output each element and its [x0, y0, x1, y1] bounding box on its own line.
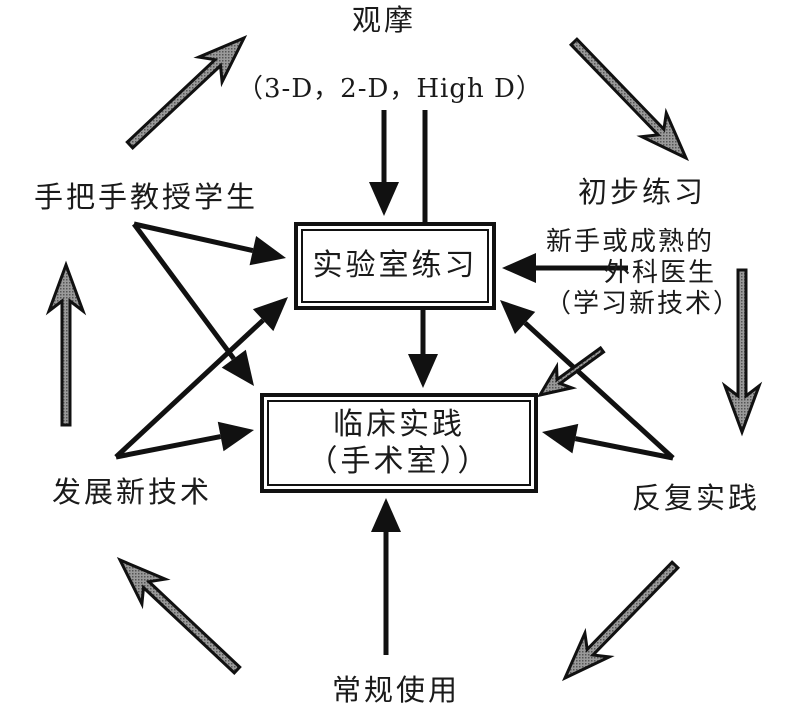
arrow-note-to-lab — [502, 253, 628, 283]
arrow-lab-to-clinical — [408, 310, 438, 388]
lab-practice-label: 实验室练习 — [312, 248, 478, 284]
clinical-practice-box: 临床实践 （手术室）） — [260, 393, 538, 493]
clinical-practice-label-1: 临床实践 — [333, 406, 465, 442]
cycle-arrow-develop-to-teach — [45, 260, 87, 427]
label-initial-practice: 初步练习 — [578, 175, 707, 209]
label-hands-on-teaching: 手把手教授学生 — [34, 180, 259, 214]
arrow-develop-to-lab — [114, 297, 288, 459]
note-line-3: （学习新技术） — [545, 289, 742, 319]
clinical-practice-label-2: （手术室）） — [307, 444, 491, 479]
arrow-observe-to-lab — [369, 110, 399, 216]
label-routine-use: 常规使用 — [332, 673, 461, 707]
cycle-arrow-repeated-to-routine — [561, 560, 681, 682]
arrow-repeated-to-lab — [500, 300, 675, 460]
cycle-arrow-initial-to-repeated — [721, 268, 763, 437]
arrow-repeated-to-clinical — [542, 423, 674, 461]
label-observe-modes: （3-D，2-D，High D） — [237, 74, 543, 104]
cycle-arrow-observe-to-initial — [568, 37, 690, 162]
lab-practice-box: 实验室练习 — [294, 222, 496, 310]
note-line-2: 外科医生 — [604, 258, 717, 288]
label-repeated-practice: 反复实践 — [632, 481, 761, 515]
arrow-initial-to-clinical — [536, 345, 606, 398]
label-observe: 观摩 — [352, 3, 417, 37]
arrow-routine-to-clinical — [371, 498, 401, 655]
arrow-teach-to-clinical — [131, 222, 254, 386]
arrow-develop-to-clinical — [115, 421, 254, 460]
label-develop-new-tech: 发展新技术 — [52, 475, 213, 509]
arrow-teach-to-lab — [133, 221, 286, 266]
cycle-arrow-routine-to-develop — [116, 557, 242, 676]
note-line-1: 新手或成熟的 — [546, 227, 715, 257]
cycle-arrow-teach-to-observe — [125, 35, 248, 151]
